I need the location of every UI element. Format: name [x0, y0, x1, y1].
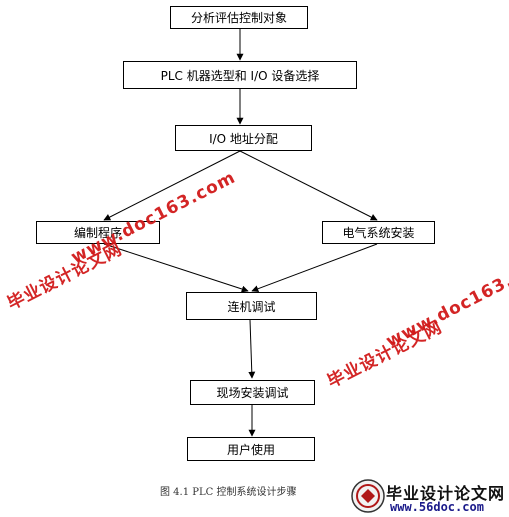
node-user: 用户使用: [187, 437, 315, 461]
node-io-assign: I/O 地址分配: [175, 125, 312, 151]
arrow-electrical-to-debug: [251, 243, 378, 293]
node-user-label: 用户使用: [226, 442, 275, 457]
node-site-debug: 现场安装调试: [190, 380, 315, 405]
node-plc-select-label: PLC 机器选型和 I/O 设备选择: [160, 68, 320, 83]
node-site-debug-label: 现场安装调试: [216, 386, 289, 400]
node-electrical-label: 电气系统安装: [342, 226, 415, 240]
node-plc-select: PLC 机器选型和 I/O 设备选择: [123, 61, 357, 89]
node-debug: 连机调试: [186, 292, 317, 320]
arrow-debug-to-site: [248, 319, 256, 379]
arrow-io-to-electrical: [239, 150, 378, 221]
arrow-io-to-program: [103, 150, 241, 221]
node-analyze: 分析评估控制对象: [170, 6, 308, 29]
seal-icon: [351, 479, 385, 513]
logo-url: www.56doc.com: [390, 500, 484, 514]
node-io-assign-label: I/O 地址分配: [209, 131, 278, 146]
node-program: 编制程序: [36, 221, 160, 244]
figure-caption: 图 4.1 PLC 控制系统设计步骤: [160, 487, 297, 498]
node-electrical: 电气系统安装: [322, 221, 435, 244]
node-analyze-label: 分析评估控制对象: [190, 11, 287, 25]
logo-title: 毕业设计论文网: [386, 484, 506, 503]
node-program-label: 编制程序: [73, 226, 122, 240]
node-debug-label: 连机调试: [227, 299, 276, 314]
arrow-program-to-debug: [103, 243, 249, 293]
site-logo: 毕业设计论文网 www.56doc.com: [350, 478, 507, 516]
